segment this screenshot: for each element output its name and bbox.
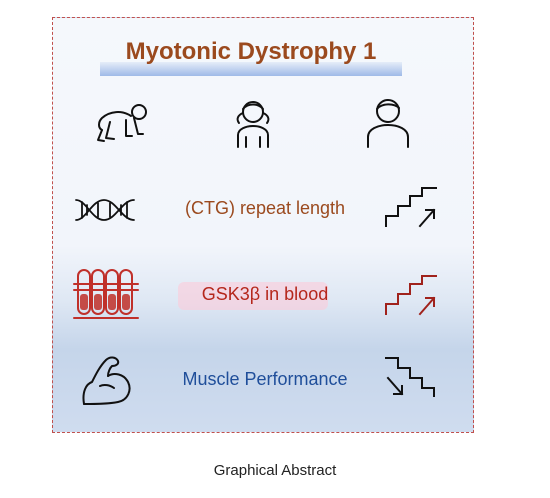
test-tubes-icon [73, 269, 139, 319]
girl-icon [236, 101, 270, 148]
title-highlight [100, 62, 402, 76]
stairs-up-arrow-icon [385, 187, 437, 228]
dna-helix-icon [75, 199, 135, 221]
ctg-repeat-label: (CTG) repeat length [184, 198, 346, 218]
muscle-performance-label: Muscle Performance [182, 369, 348, 389]
crawling-baby-icon [97, 104, 147, 142]
flexed-arm-icon [82, 356, 131, 405]
adult-icon [367, 99, 409, 148]
figure-caption: Graphical Abstract [213, 462, 337, 479]
stairs-down-arrow-icon [385, 357, 435, 397]
gsk3b-label: GSK3β in blood [201, 284, 329, 304]
diagram-title: Myotonic Dystrophy 1 [125, 38, 377, 65]
stairs-up-arrow-icon [385, 275, 437, 316]
diagram-panel [52, 17, 474, 433]
gsk-label-highlight [178, 282, 328, 310]
